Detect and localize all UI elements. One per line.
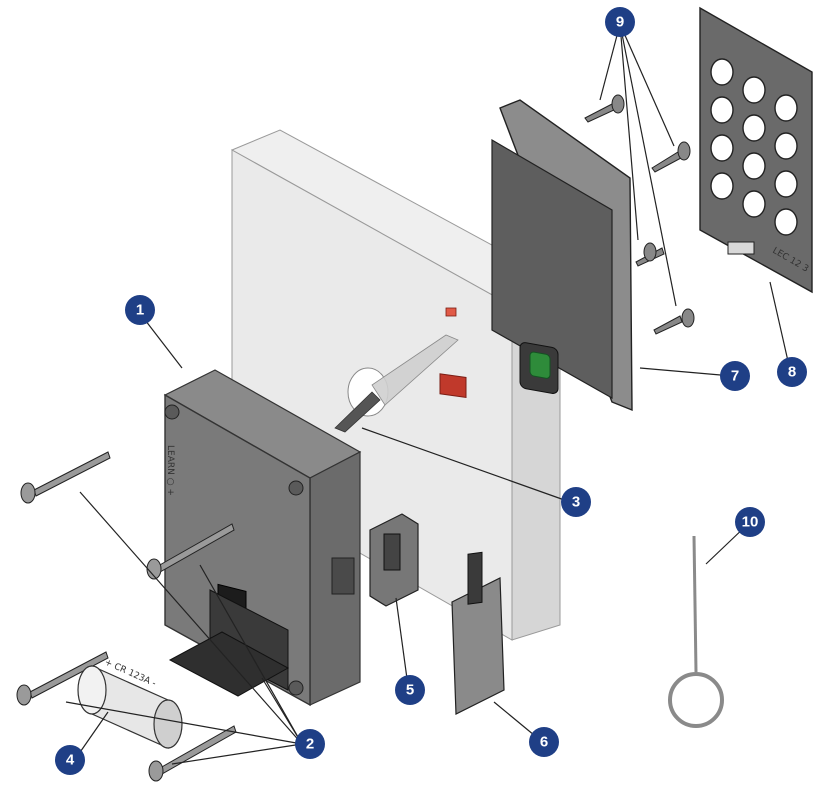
svg-text:5: 5 xyxy=(406,682,414,699)
mounting-screws xyxy=(16,451,237,782)
keypad-cover: LEC 12 3 xyxy=(699,6,813,294)
svg-text:3: 3 xyxy=(572,494,580,511)
svg-text:7: 7 xyxy=(731,368,739,385)
callout-5: 5 xyxy=(395,675,425,705)
strike-plate xyxy=(451,551,505,715)
battery: + CR 123A - xyxy=(77,658,183,749)
ribbon-cable xyxy=(371,334,459,406)
catch-bracket xyxy=(369,513,419,607)
cable-connector xyxy=(439,307,467,399)
callout-9: 9 xyxy=(605,7,635,37)
lock-body: LEARN ○ + xyxy=(163,369,362,707)
svg-text:9: 9 xyxy=(616,14,624,31)
svg-text:8: 8 xyxy=(788,364,796,381)
callout-7: 7 xyxy=(720,361,750,391)
svg-text:2: 2 xyxy=(306,736,314,753)
lock-side-label: LEARN ○ + xyxy=(165,445,175,496)
callout-8: 8 xyxy=(777,357,807,387)
callout-10: 10 xyxy=(735,507,765,537)
keypad-mounting-plate xyxy=(491,99,633,412)
callout-1: 1 xyxy=(125,295,155,325)
callout-6: 6 xyxy=(529,727,559,757)
svg-text:6: 6 xyxy=(540,734,548,751)
release-key-tool xyxy=(668,535,724,728)
fingerprint-sensor xyxy=(529,351,551,379)
callout-3: 3 xyxy=(561,487,591,517)
svg-text:1: 1 xyxy=(136,302,144,319)
svg-text:4: 4 xyxy=(66,752,75,769)
callout-2: 2 xyxy=(295,729,325,759)
keypad-screws xyxy=(584,94,695,335)
svg-text:10: 10 xyxy=(742,514,759,531)
callout-4: 4 xyxy=(55,745,85,775)
leader-lines xyxy=(65,23,791,765)
